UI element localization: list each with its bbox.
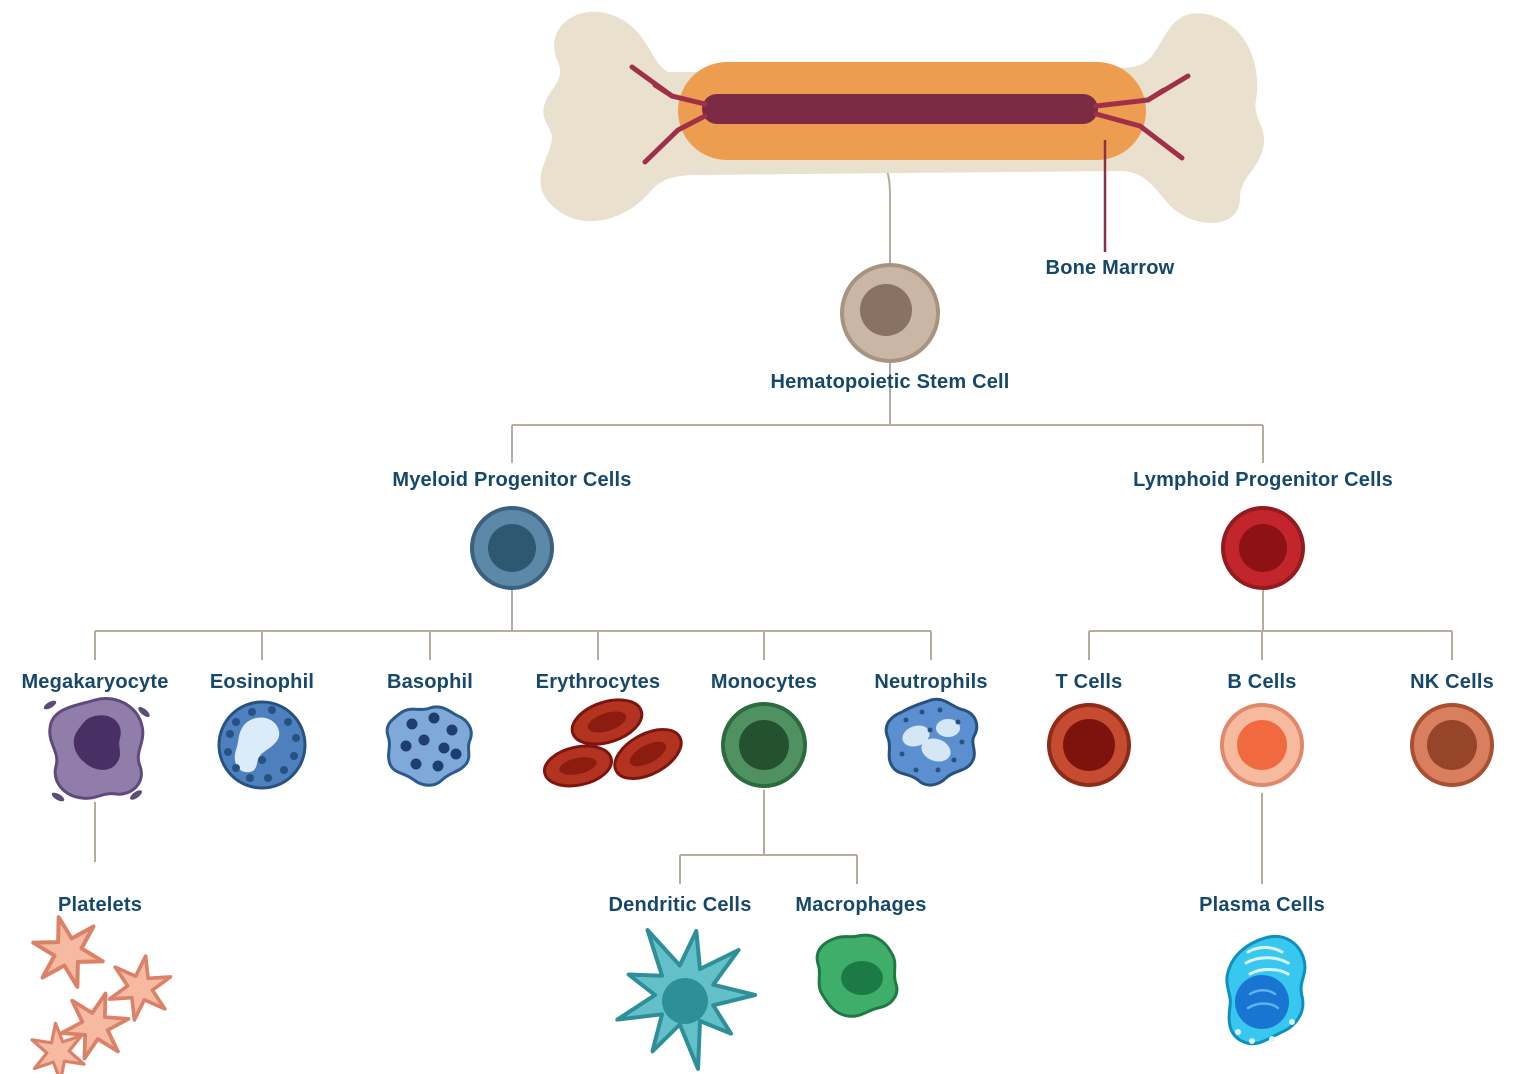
bone-illustration [540,11,1265,252]
connector-lines [94,127,1453,884]
label-macrophages: Macrophages [795,894,927,916]
label-bone-marrow: Bone Marrow [1045,257,1175,279]
label-plasma-cells: Plasma Cells [1199,894,1325,916]
b-cell [1220,703,1304,787]
label-myeloid-progenitor-cells: Myeloid Progenitor Cells [392,469,632,491]
eosinophil-cell [217,700,307,790]
label-platelets: Platelets [57,894,143,916]
label-dendritic-cells: Dendritic Cells [608,894,752,916]
neutrophil-cell [884,697,979,787]
macrophage-cell [815,933,899,1018]
lymphoid-progenitor-cell [1221,506,1305,590]
label-basophil: Basophil [386,671,474,693]
label-monocytes: Monocytes [710,671,818,693]
platelets-cells [19,910,185,1074]
blood-vessels [629,64,1191,165]
label-megakaryocyte: Megakaryocyte [21,671,169,693]
plasma-cell [1225,935,1307,1046]
marrow-canal [702,94,1098,124]
hsc-cell [840,263,940,363]
dendritic-cell [615,928,757,1071]
label-nk-cells: NK Cells [1410,671,1494,693]
t-cell [1047,703,1131,787]
monocyte-cell [721,702,807,788]
erythrocytes-cells [543,698,683,788]
myeloid-progenitor-cell [470,506,554,590]
label-lymphoid-progenitor-cells: Lymphoid Progenitor Cells [1133,469,1393,491]
label-b-cells: B Cells [1227,671,1297,693]
basophil-cell [385,705,473,787]
label-erythrocytes: Erythrocytes [535,671,661,693]
nk-cell [1410,703,1494,787]
platelet [23,910,113,994]
label-t-cells: T Cells [1055,671,1123,693]
megakaryocyte-cell [43,697,150,802]
label-neutrophils: Neutrophils [874,671,988,693]
label-eosinophil: Eosinophil [209,671,315,693]
label-hematopoietic-stem-cell: Hematopoietic Stem Cell [770,371,1010,393]
